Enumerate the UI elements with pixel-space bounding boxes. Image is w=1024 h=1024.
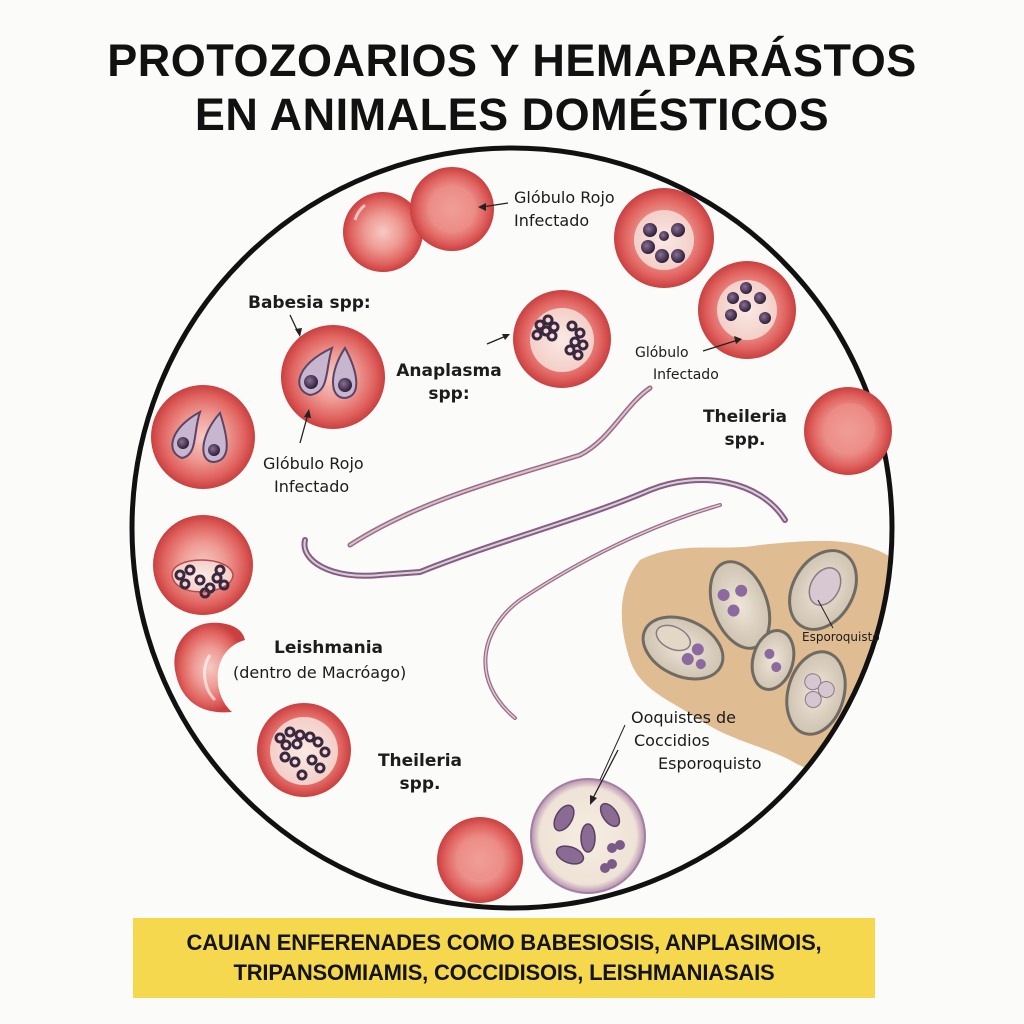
rbc-babesia	[281, 325, 385, 429]
label-globulo-infectado-right: Glóbulo Infectado	[635, 342, 719, 386]
arrowhead-icon	[502, 334, 510, 340]
arrowhead-icon	[734, 336, 742, 344]
label-line: Glóbulo Rojo	[514, 188, 615, 207]
trypanosomes	[301, 385, 788, 720]
label-rbc-infected-top: Glóbulo Rojo Infectado	[514, 186, 615, 232]
label-line: Infectado	[274, 477, 350, 496]
macrophage-cell	[530, 778, 646, 894]
oocyst	[788, 549, 858, 631]
banner-line-1: CAUIAN ENFERENADES COMO BABESIOSIS, ANPL…	[186, 930, 822, 955]
label-line: Theileria	[702, 407, 788, 427]
title-line-1: PROTOZOARIOS Y HEMAPARÁSTOS	[107, 35, 917, 86]
label-anaplasma: Anaplasma spp:	[394, 360, 504, 406]
label-line: Infectado	[653, 367, 719, 383]
label-line: spp.	[724, 430, 766, 450]
arrow-globulo-right	[702, 339, 739, 352]
label-line: spp.	[399, 774, 441, 794]
arrowhead-icon	[590, 795, 597, 805]
label-theileria-right: Theileria spp.	[700, 406, 790, 452]
label-leishmania: Leishmania	[274, 638, 383, 658]
arrow-macrophage	[591, 749, 619, 801]
rbc-infected-top-right-1	[614, 188, 714, 288]
label-line: Theileria	[377, 751, 463, 771]
title-line-2: EN ANIMALES DOMÉSTICOS	[194, 89, 830, 140]
rbc-left-infected	[153, 515, 253, 615]
label-theileria-bottom: Theileria spp.	[370, 750, 470, 796]
arrow-rbc-babesia	[299, 413, 309, 444]
oocyst	[641, 615, 725, 681]
rbc-anaplasma	[513, 290, 611, 388]
label-line: Glóbulo Rojo	[263, 454, 364, 473]
rbc-infected-top-right-2	[698, 261, 796, 359]
summary-banner: CAUIAN ENFERENADES COMO BABESIOSIS, ANPL…	[133, 918, 875, 998]
arrowhead-icon	[295, 328, 302, 337]
label-ooquistes: Ooquistes de Coccidios Esporoquisto	[631, 706, 762, 775]
label-line: Esporoquisto	[658, 754, 762, 773]
rbc-top-healthy	[410, 167, 494, 251]
arrow-esporoquisto	[817, 599, 834, 629]
label-line: Anaplasma	[396, 361, 502, 381]
oocysts	[641, 549, 858, 736]
arrowhead-icon	[478, 203, 486, 211]
label-line: Glóbulo	[635, 345, 689, 361]
rbc-theileria-bottom	[257, 703, 351, 797]
label-rbc-infected-babesia: Glóbulo Rojo Infectado	[263, 452, 364, 498]
arrow-anaplasma	[486, 335, 507, 345]
rbc-right-edge	[804, 387, 892, 475]
microscope-field-border	[129, 145, 895, 911]
label-line: Ooquistes de	[631, 708, 736, 727]
page-title: PROTOZOARIOS Y HEMAPARÁSTOS EN ANIMALES …	[0, 34, 1024, 142]
arrow-rbc-top	[481, 202, 509, 208]
rbc-left-babesia	[151, 385, 255, 489]
arrow-ooquistes	[599, 724, 626, 781]
label-line: Coccidios	[634, 731, 710, 750]
arrowhead-icon	[304, 409, 311, 418]
oocyst	[750, 629, 796, 691]
oocyst	[785, 650, 847, 736]
rbc-top-left	[343, 192, 423, 272]
label-line: spp:	[428, 384, 470, 404]
rbc-bottom	[437, 817, 523, 903]
label-babesia: Babesia spp:	[248, 293, 371, 313]
label-line: Infectado	[514, 211, 590, 230]
rbc-left-crescent	[174, 622, 245, 713]
label-leishmania-note: (dentro de Macróago)	[233, 663, 407, 682]
label-esporoquisto-small: Esporoquisto	[802, 630, 880, 644]
banner-line-2: TRIPANSOMIAMIS, COCCIDISOIS, LEISHMANIAS…	[233, 960, 775, 985]
